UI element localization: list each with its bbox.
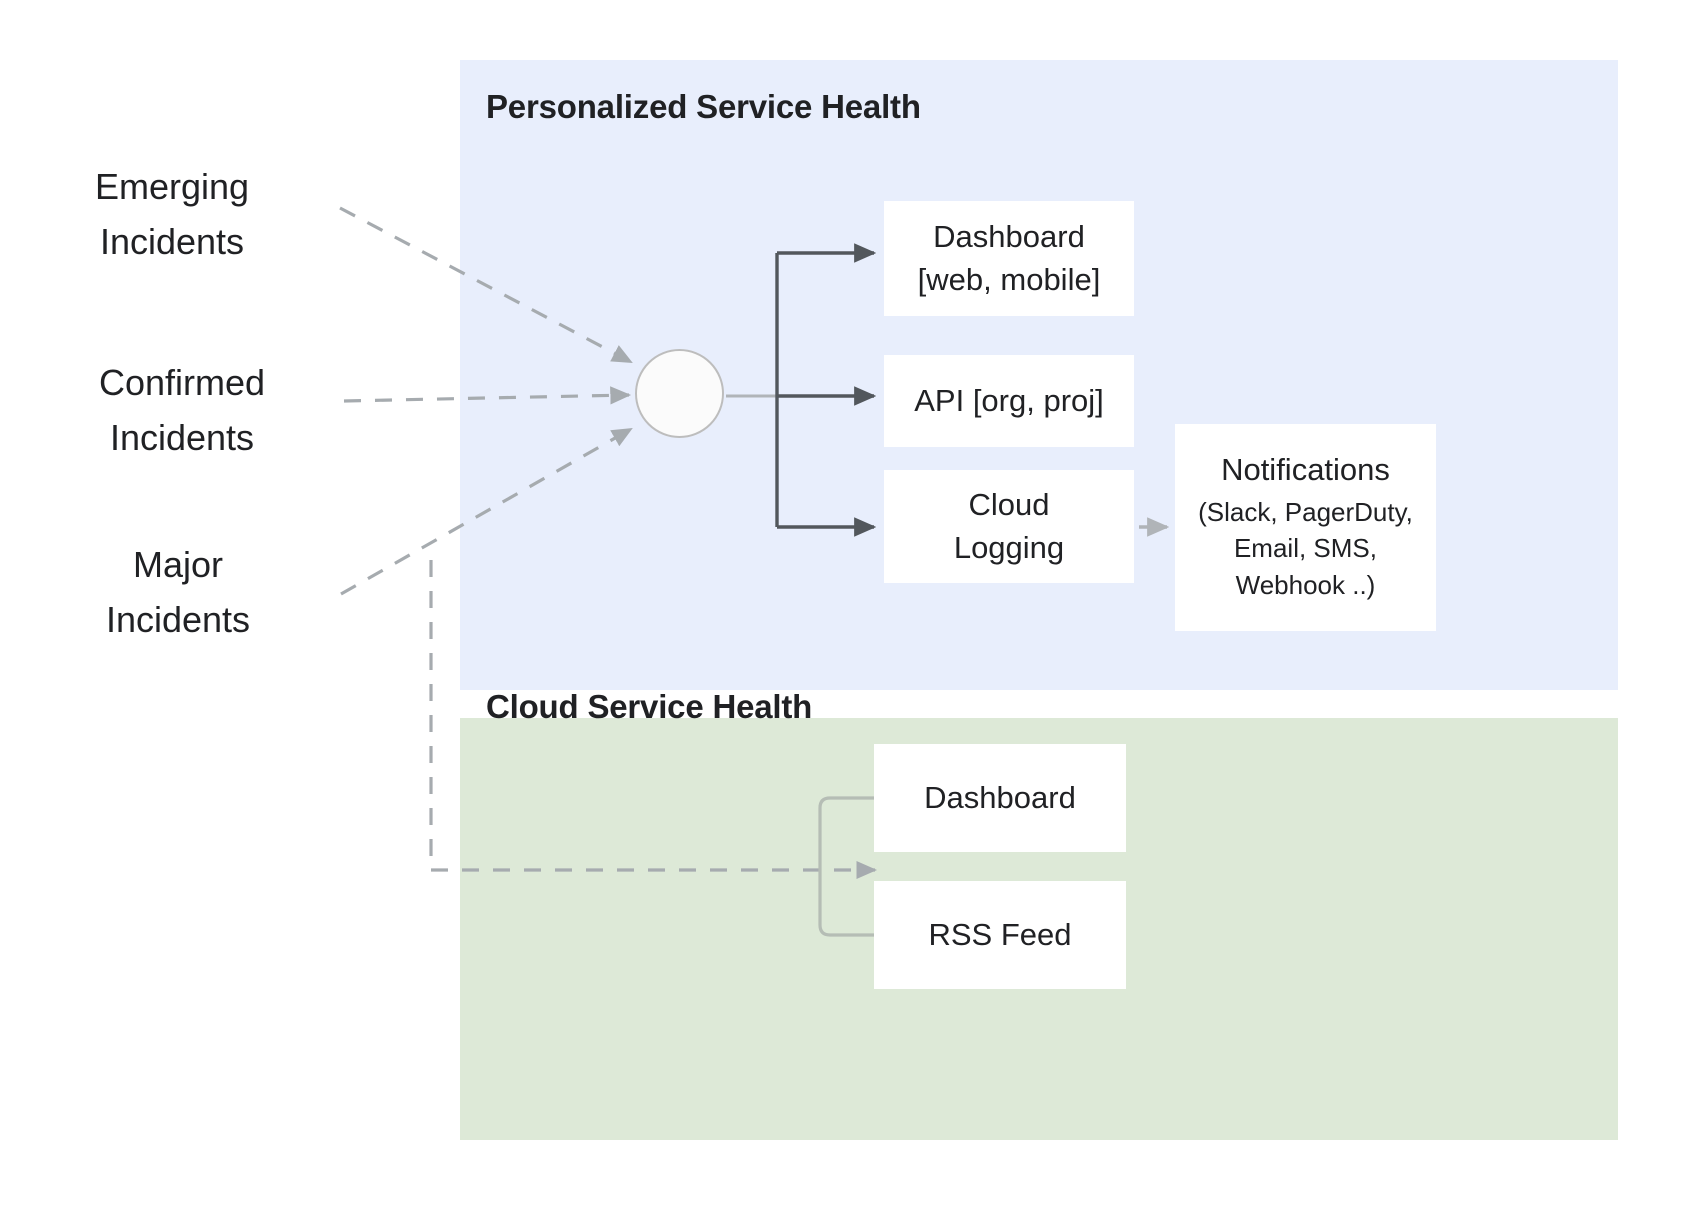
node-rss-feed[interactable]: RSS Feed — [874, 881, 1126, 989]
source-label-emerging-line2: Incidents — [99, 220, 245, 262]
node-rss-feed-label: RSS Feed — [928, 916, 1072, 952]
connector-major-to-cloud-service-health — [429, 560, 878, 880]
source-label-emerging-incidents: Emerging Incidents — [22, 160, 322, 269]
node-notifications-sub-line2: Email, SMS, — [1233, 533, 1377, 564]
node-cloud-logging[interactable]: Cloud Logging — [884, 470, 1134, 583]
source-label-major-line1: Major — [132, 544, 224, 585]
node-api-org-proj-label: API [org, proj] — [914, 382, 1104, 418]
node-api-org-proj[interactable]: API [org, proj] — [884, 355, 1134, 447]
source-label-confirmed-line1: Confirmed — [98, 362, 266, 403]
node-dashboard-web-mobile-line1: Dashboard — [933, 219, 1085, 255]
node-dashboard-web-mobile-line2: [web, mobile] — [917, 261, 1101, 297]
connector-confirmed-to-hub — [343, 386, 632, 405]
node-cloud-logging-line2: Logging — [953, 529, 1065, 565]
connector-major-to-hub — [340, 427, 633, 596]
panel-title-cloud-service-health: Cloud Service Health — [486, 688, 813, 725]
source-label-confirmed-incidents: Confirmed Incidents — [32, 356, 332, 465]
source-label-major-incidents: Major Incidents — [28, 538, 328, 647]
node-notifications-sub-line3: Webhook ..) — [1235, 570, 1376, 601]
node-dashboard-web-mobile[interactable]: Dashboard [web, mobile] — [884, 201, 1134, 316]
node-cloud-logging-line1: Cloud — [968, 487, 1050, 523]
connector-emerging-to-hub — [339, 206, 633, 364]
node-notifications-title: Notifications — [1221, 451, 1390, 487]
source-label-major-line2: Incidents — [105, 598, 251, 640]
node-cloud-dashboard[interactable]: Dashboard — [874, 744, 1126, 852]
panel-title-personalized-service-health: Personalized Service Health — [486, 88, 921, 125]
node-cloud-dashboard-label: Dashboard — [924, 779, 1076, 815]
node-notifications[interactable]: Notifications (Slack, PagerDuty, Email, … — [1175, 424, 1436, 631]
source-label-confirmed-line2: Incidents — [109, 416, 255, 458]
hub-node — [635, 349, 724, 438]
source-label-emerging-line1: Emerging — [94, 166, 250, 207]
connector-cloud-health-bus — [818, 796, 874, 937]
node-notifications-sub-line1: (Slack, PagerDuty, — [1198, 496, 1413, 527]
